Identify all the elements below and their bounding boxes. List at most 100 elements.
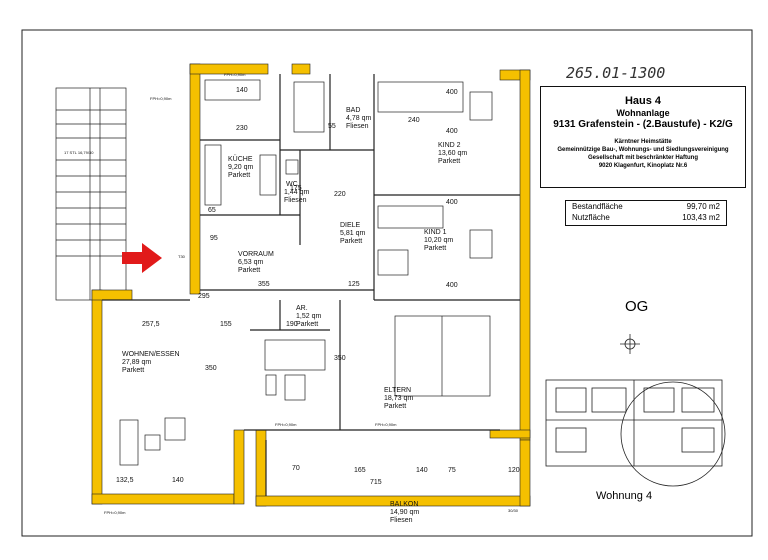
svg-text:140: 140: [416, 467, 428, 474]
svg-text:Parkett: Parkett: [228, 172, 250, 179]
svg-text:165: 165: [354, 467, 366, 474]
svg-text:WOHNEN/ESSEN: WOHNEN/ESSEN: [122, 351, 180, 358]
svg-text:4,78 qm: 4,78 qm: [346, 115, 371, 122]
svg-text:355: 355: [258, 281, 270, 288]
svg-text:1,52 qm: 1,52 qm: [296, 313, 321, 320]
svg-text:27,89 qm: 27,89 qm: [122, 359, 151, 366]
handwritten-code: 265.01-1300: [566, 64, 665, 82]
staircase: [55, 87, 127, 301]
title-block: Haus 4 Wohnanlage 9131 Grafenstein - (2.…: [540, 86, 746, 188]
bestand-value: 99,70 m2: [686, 202, 720, 211]
svg-text:Parkett: Parkett: [122, 367, 144, 374]
svg-text:400: 400: [446, 128, 458, 135]
svg-text:70: 70: [292, 465, 300, 472]
svg-text:10,20 qm: 10,20 qm: [424, 237, 453, 244]
svg-text:257,5: 257,5: [142, 321, 160, 328]
svg-text:FPH=0,90m: FPH=0,90m: [150, 96, 172, 101]
svg-text:350: 350: [334, 355, 346, 362]
floor-label: OG: [625, 298, 649, 315]
room-bad: BAD 4,78 qm Fliesen: [346, 107, 371, 130]
svg-text:65: 65: [208, 207, 216, 214]
svg-text:400: 400: [446, 89, 458, 96]
svg-text:18,73 qm: 18,73 qm: [384, 395, 413, 402]
svg-text:Fliesen: Fliesen: [284, 197, 307, 204]
svg-text:175: 175: [290, 185, 302, 192]
dimension-labels: 140 230 400 400 400 400 257,5 155 190 35…: [116, 87, 520, 486]
svg-text:Parkett: Parkett: [296, 321, 318, 328]
svg-text:Fliesen: Fliesen: [390, 517, 413, 524]
svg-text:240: 240: [408, 117, 420, 124]
building-location: 9131 Grafenstein - (2.Baustufe) - K2/G: [553, 119, 733, 130]
svg-text:75: 75: [448, 467, 456, 474]
room-wohnen: WOHNEN/ESSEN 27,89 qm Parkett: [122, 351, 180, 374]
company-line-2: Gemeinnützige Bau-, Wohnungs- und Siedlu…: [557, 147, 729, 153]
key-plan: [545, 379, 726, 487]
sheet-frame: [21, 29, 753, 537]
room-ar: AR. 1,52 qm Parkett: [296, 305, 321, 328]
stair-label: 17 STL 16,79/30: [64, 150, 94, 155]
svg-text:Parkett: Parkett: [384, 403, 406, 410]
svg-text:295: 295: [198, 293, 210, 300]
unit-label: Wohnung 4: [596, 490, 653, 502]
room-kueche: KÜCHE 9,20 qm Parkett: [228, 155, 253, 179]
svg-text:Parkett: Parkett: [438, 158, 460, 165]
sheet-ref: 30/30: [508, 508, 519, 513]
svg-text:55: 55: [328, 123, 336, 130]
nutz-label: Nutzfläche: [572, 213, 610, 222]
svg-text:155: 155: [220, 321, 232, 328]
furniture: [119, 79, 493, 466]
room-diele: DIELE 5,81 qm Parkett: [340, 222, 365, 245]
company-line-3: Gesellschaft mit beschränkter Haftung: [587, 155, 699, 161]
svg-text:125: 125: [348, 281, 360, 288]
building-subtitle: Wohnanlage: [616, 108, 670, 118]
svg-text:KÜCHE: KÜCHE: [228, 155, 253, 163]
svg-text:KIND 1: KIND 1: [424, 229, 447, 236]
door-label: T30: [178, 254, 186, 259]
svg-text:BALKON: BALKON: [390, 501, 418, 508]
room-vorraum: VORRAUM 6,53 qm Parkett: [238, 251, 274, 274]
svg-text:120: 120: [508, 467, 520, 474]
svg-text:FPH=0,90m: FPH=0,90m: [375, 422, 397, 427]
svg-text:Parkett: Parkett: [340, 238, 362, 245]
svg-text:KIND 2: KIND 2: [438, 142, 461, 149]
svg-text:95: 95: [210, 235, 218, 242]
svg-text:6,53 qm: 6,53 qm: [238, 259, 263, 266]
company-line-4: 9020 Klagenfurt, Kinoplatz Nr.6: [598, 163, 688, 169]
nutz-value: 103,43 m2: [682, 213, 720, 222]
room-wc: WC 1,44 qm Fliesen: [284, 181, 309, 204]
company-line-1: Kärntner Heimstätte: [614, 139, 672, 145]
svg-text:14,90 qm: 14,90 qm: [390, 509, 419, 516]
room-kind2: KIND 2 13,60 qm Parkett: [438, 142, 467, 165]
entrance-arrow-icon: [122, 243, 162, 273]
svg-text:1,44 qm: 1,44 qm: [284, 189, 309, 196]
svg-text:FPH=0,90m: FPH=0,90m: [104, 510, 126, 515]
svg-text:Fliesen: Fliesen: [346, 123, 369, 130]
interior-walls: [102, 74, 520, 496]
svg-text:Parkett: Parkett: [238, 267, 260, 274]
building-title: Haus 4: [624, 95, 662, 107]
svg-text:9,20 qm: 9,20 qm: [228, 164, 253, 171]
svg-text:132,5: 132,5: [116, 477, 134, 484]
svg-text:Parkett: Parkett: [424, 245, 446, 252]
svg-text:400: 400: [446, 199, 458, 206]
svg-text:220: 220: [334, 191, 346, 198]
svg-text:DIELE: DIELE: [340, 222, 361, 229]
svg-text:350: 350: [205, 365, 217, 372]
room-balkon: BALKON 14,90 qm Fliesen: [390, 501, 419, 524]
svg-text:190: 190: [286, 321, 298, 328]
bestand-label: Bestandfläche: [572, 202, 623, 211]
area-summary: Bestandfläche 99,70 m2 Nutzfläche 103,43…: [565, 200, 727, 226]
svg-text:13,60 qm: 13,60 qm: [438, 150, 467, 157]
svg-text:715: 715: [370, 479, 382, 486]
svg-text:5,81 qm: 5,81 qm: [340, 230, 365, 237]
svg-text:400: 400: [446, 282, 458, 289]
room-kind1: KIND 1 10,20 qm Parkett: [424, 229, 453, 252]
svg-text:BAD: BAD: [346, 107, 360, 114]
svg-text:AR.: AR.: [296, 305, 308, 312]
svg-text:FPH=0,90m: FPH=0,90m: [224, 72, 246, 77]
svg-text:FPH=0,90m: FPH=0,90m: [275, 422, 297, 427]
svg-text:ELTERN: ELTERN: [384, 387, 411, 394]
room-eltern: ELTERN 18,73 qm Parkett: [384, 387, 413, 410]
exterior-walls: [91, 63, 531, 507]
